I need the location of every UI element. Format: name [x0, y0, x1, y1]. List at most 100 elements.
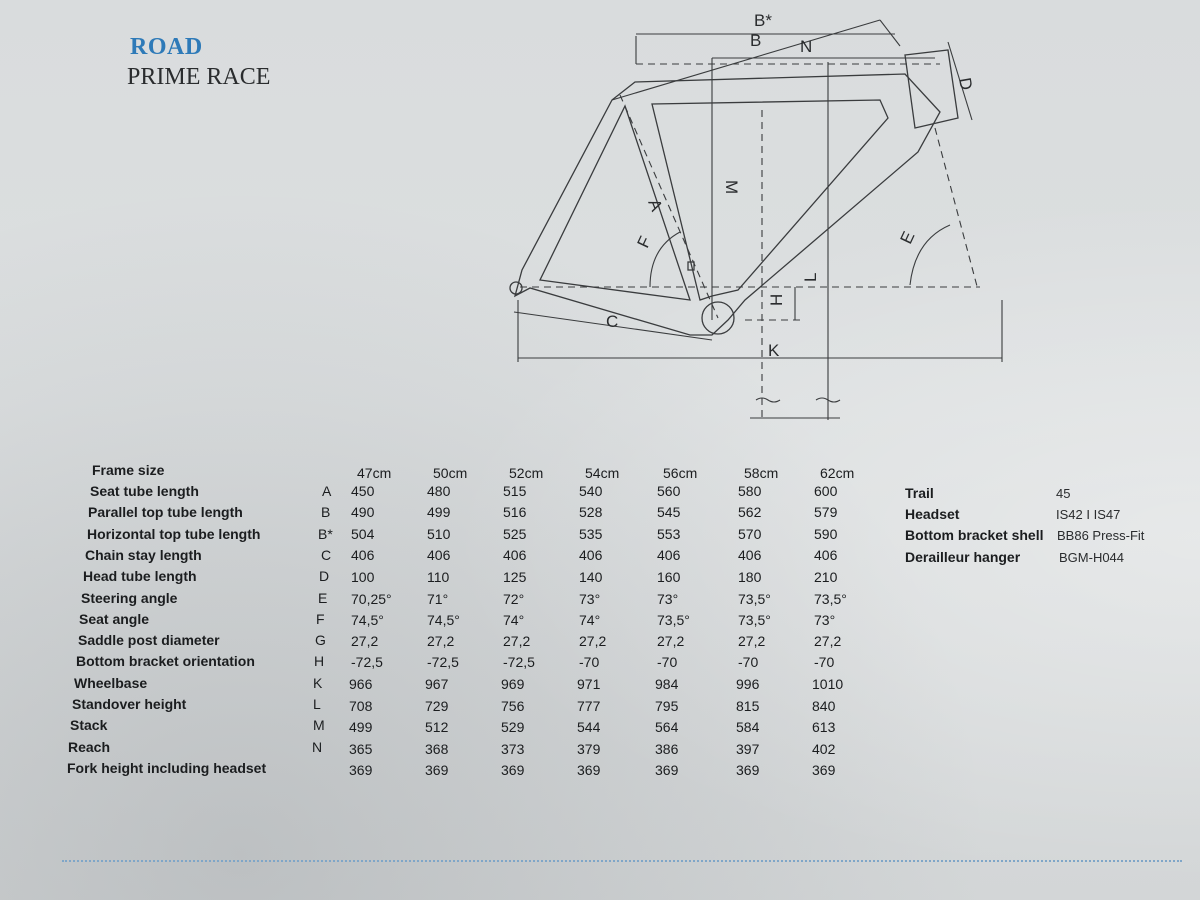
- diagram-label-m: M: [722, 180, 741, 194]
- table-cell: 540: [579, 483, 603, 499]
- table-cell: 562: [738, 504, 762, 520]
- diagram-label-l: L: [801, 273, 820, 282]
- table-cell: 73,5°: [738, 591, 771, 607]
- table-cell: 512: [425, 719, 449, 735]
- table-cell: 74°: [579, 612, 601, 628]
- table-cell: 613: [812, 719, 836, 735]
- table-cell: 984: [655, 676, 679, 692]
- table-cell: 73,5°: [814, 591, 847, 607]
- table-cell: 180: [738, 569, 762, 585]
- table-cell: 840: [812, 698, 836, 714]
- table-cell: 516: [503, 504, 527, 520]
- table-cell: 553: [657, 526, 681, 542]
- frame-size-col-3: 54cm: [585, 465, 620, 481]
- row-code: H: [314, 653, 325, 669]
- row-code: N: [312, 739, 323, 755]
- diagram-label-b-star: B*: [754, 11, 772, 30]
- extra-spec-label: Trail: [905, 485, 934, 501]
- table-cell: 27,2: [738, 633, 766, 649]
- table-cell: 584: [736, 719, 760, 735]
- table-cell: 110: [427, 569, 450, 585]
- table-cell: 499: [427, 504, 451, 520]
- row-code: K: [313, 675, 323, 691]
- table-cell: 570: [738, 526, 762, 542]
- table-cell: 406: [427, 547, 451, 563]
- bottom-bracket: [701, 301, 735, 335]
- frame-size-col-6: 62cm: [820, 465, 855, 481]
- row-label: Standover height: [72, 696, 187, 712]
- row-label: Wheelbase: [74, 675, 148, 691]
- table-cell: 70,25°: [351, 591, 392, 607]
- model-title: PRIME RACE: [127, 64, 271, 90]
- diagram-label-k: K: [768, 341, 780, 360]
- table-cell: 600: [814, 483, 838, 499]
- table-cell: 579: [814, 504, 838, 520]
- table-cell: 73°: [814, 612, 836, 628]
- diagram-label-d: D: [955, 76, 976, 91]
- table-cell: 100: [351, 569, 375, 585]
- table-cell: 406: [814, 547, 838, 563]
- frame-size-col-1: 50cm: [433, 465, 468, 481]
- table-cell: 379: [577, 741, 601, 757]
- table-cell: 365: [349, 741, 373, 757]
- table-cell: 729: [425, 698, 449, 714]
- row-code: F: [316, 611, 325, 627]
- table-cell: 369: [655, 762, 679, 778]
- table-cell: 406: [351, 547, 375, 563]
- row-code: D: [319, 568, 330, 584]
- table-cell: 406: [738, 547, 762, 563]
- table-cell: 490: [351, 504, 375, 520]
- table-cell: -70: [814, 654, 835, 670]
- diagram-label-h: H: [767, 294, 786, 306]
- row-code: L: [313, 696, 321, 712]
- diagram-label-e: E: [896, 229, 918, 247]
- extra-spec-value: 45: [1056, 486, 1071, 501]
- table-cell: -72,5: [503, 654, 535, 670]
- table-cell: -72,5: [427, 654, 459, 670]
- row-label: Horizontal top tube length: [87, 526, 261, 542]
- table-cell: 510: [427, 526, 451, 542]
- table-cell: 160: [657, 569, 681, 585]
- table-cell: 966: [349, 676, 373, 692]
- extra-spec-label: Derailleur hanger: [905, 549, 1021, 565]
- table-cell: 73°: [657, 591, 679, 607]
- table-cell: 971: [577, 676, 601, 692]
- table-cell: 27,2: [503, 633, 531, 649]
- table-cell: -70: [657, 654, 678, 670]
- row-label: Bottom bracket orientation: [76, 653, 255, 669]
- extra-spec-value: BGM-H044: [1059, 550, 1125, 565]
- diagram-label-a: A: [644, 196, 666, 214]
- diagram-label-f: F: [633, 233, 655, 250]
- table-cell: 545: [657, 504, 681, 520]
- table-cell: 73°: [579, 591, 601, 607]
- table-cell: -72,5: [351, 654, 383, 670]
- row-code: G: [315, 632, 326, 648]
- table-cell: 525: [503, 526, 527, 542]
- category-title: ROAD: [130, 34, 203, 60]
- table-cell: 564: [655, 719, 679, 735]
- table-cell: 1010: [812, 676, 844, 692]
- row-code: A: [322, 483, 332, 499]
- table-cell: 27,2: [657, 633, 685, 649]
- table-cell: 402: [812, 741, 836, 757]
- row-label: Head tube length: [83, 568, 197, 584]
- table-cell: 560: [657, 483, 681, 499]
- table-cell: 795: [655, 698, 679, 714]
- table-cell: 210: [814, 569, 838, 585]
- extra-spec-value: IS42 I IS47: [1056, 507, 1121, 522]
- table-cell: 125: [503, 569, 527, 585]
- row-label: Seat tube length: [90, 483, 199, 499]
- table-cell: 450: [351, 483, 375, 499]
- extra-spec-label: Headset: [905, 506, 960, 522]
- frame-size-header: Frame size: [92, 462, 165, 478]
- table-cell: 708: [349, 698, 373, 714]
- table-cell: 397: [736, 741, 760, 757]
- table-cell: 535: [579, 526, 603, 542]
- table-cell: 74,5°: [351, 612, 384, 628]
- table-cell: -70: [579, 654, 600, 670]
- table-cell: 140: [579, 569, 603, 585]
- table-cell: 27,2: [814, 633, 842, 649]
- diagram-label-c: C: [606, 312, 618, 331]
- rear-dropout: [509, 281, 523, 295]
- table-cell: 71°: [427, 591, 449, 607]
